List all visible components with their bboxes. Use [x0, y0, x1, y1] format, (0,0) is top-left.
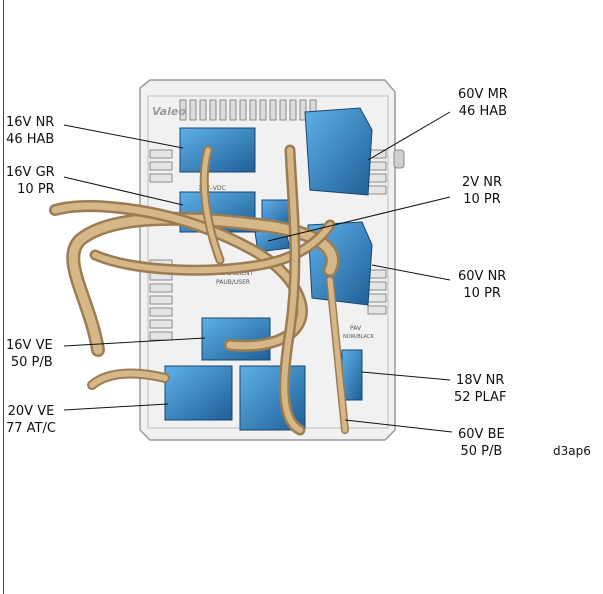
mounting-knob: [393, 149, 405, 169]
connectors: [164, 107, 373, 431]
housing-text-3: PAV: [350, 325, 362, 332]
connector-20v-ve: [164, 365, 233, 421]
housing-text-2: PAUB/USER: [216, 279, 250, 286]
housing-text-4: NOIR/BLACK: [343, 334, 374, 340]
housing-text-5: 12V–VDC: [198, 185, 226, 192]
wire-harness: [49, 144, 349, 436]
leader-lines: [63, 111, 453, 433]
connector-60v-mr: [304, 107, 373, 196]
reference-code: d3ap6: [553, 444, 591, 458]
frame-left-border: [3, 0, 4, 594]
connector-16v-nr: [179, 127, 256, 173]
housing-logo: Valeo: [152, 105, 186, 118]
right-fuse-slots: [367, 149, 387, 315]
top-vent-slots: [179, 99, 317, 121]
